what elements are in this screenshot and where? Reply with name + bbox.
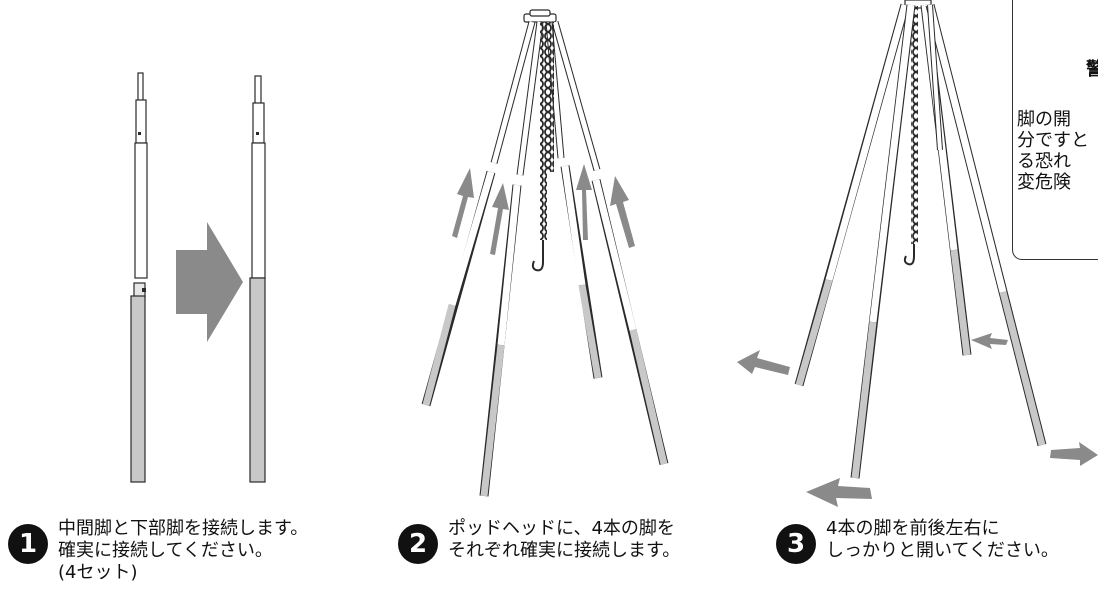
step-line: (4セット) xyxy=(58,562,138,583)
separate-leg-parts xyxy=(130,72,148,483)
pot-head xyxy=(523,9,557,23)
step-number-badge: 3 xyxy=(776,524,816,564)
step-3-caption: 3 4本の脚を前後左右に しっかりと開いてください。 xyxy=(776,518,1059,564)
step-number-badge: 2 xyxy=(398,524,438,564)
step-line: 中間脚と下部脚を接続します。 xyxy=(58,518,309,539)
step-line: 4本の脚を前後左右に xyxy=(826,518,1000,539)
step-text: 中間脚と下部脚を接続します。 確実に接続してください。 (4セット) xyxy=(58,518,308,584)
assembled-leg xyxy=(249,75,266,483)
step-text: 4本の脚を前後左右に しっかりと開いてください。 xyxy=(826,518,1059,562)
warning-box: 警 脚の開 分ですと る恐れ 変危険 xyxy=(1012,0,1098,260)
opened-legs xyxy=(794,3,1047,479)
step-2-caption: 2 ポッドヘッドに、4本の脚を それぞれ確実に接続します。 xyxy=(398,518,680,564)
panel-1-middle-and-lower-leg xyxy=(130,72,266,483)
step-1-caption: 1 中間脚と下部脚を接続します。 確実に接続してください。 (4セット) xyxy=(8,518,308,584)
arrow-outward-icon xyxy=(737,333,1098,507)
panel-2-pot-head-legs xyxy=(421,9,669,497)
arrow-up-icon xyxy=(452,164,635,255)
panel-3-legs-opened xyxy=(737,0,1098,507)
step-text: ポッドヘッドに、4本の脚を それぞれ確実に接続します。 xyxy=(448,518,680,562)
hook-icon xyxy=(531,240,544,272)
step-line: それぞれ確実に接続します。 xyxy=(448,540,681,561)
step-line: しっかりと開いてください。 xyxy=(826,540,1059,561)
warning-line: 脚の開 xyxy=(1017,109,1071,130)
chain-icon xyxy=(540,22,554,240)
step-line: 確実に接続してください。 xyxy=(58,540,273,561)
warning-line: 分ですと xyxy=(1017,130,1089,151)
arrow-right-icon xyxy=(176,222,243,342)
warning-line: る恐れ xyxy=(1017,151,1071,172)
step-line: ポッドヘッドに、4本の脚を xyxy=(448,518,675,539)
warning-text: 脚の開 分ですと る恐れ 変危険 xyxy=(1017,109,1089,193)
step-number-badge: 1 xyxy=(8,524,48,564)
warning-line: 変危険 xyxy=(1017,172,1071,193)
chain-icon xyxy=(911,6,918,244)
lower-legs xyxy=(421,165,669,497)
warning-title: 警 xyxy=(1086,55,1098,81)
hook-icon xyxy=(903,244,915,266)
